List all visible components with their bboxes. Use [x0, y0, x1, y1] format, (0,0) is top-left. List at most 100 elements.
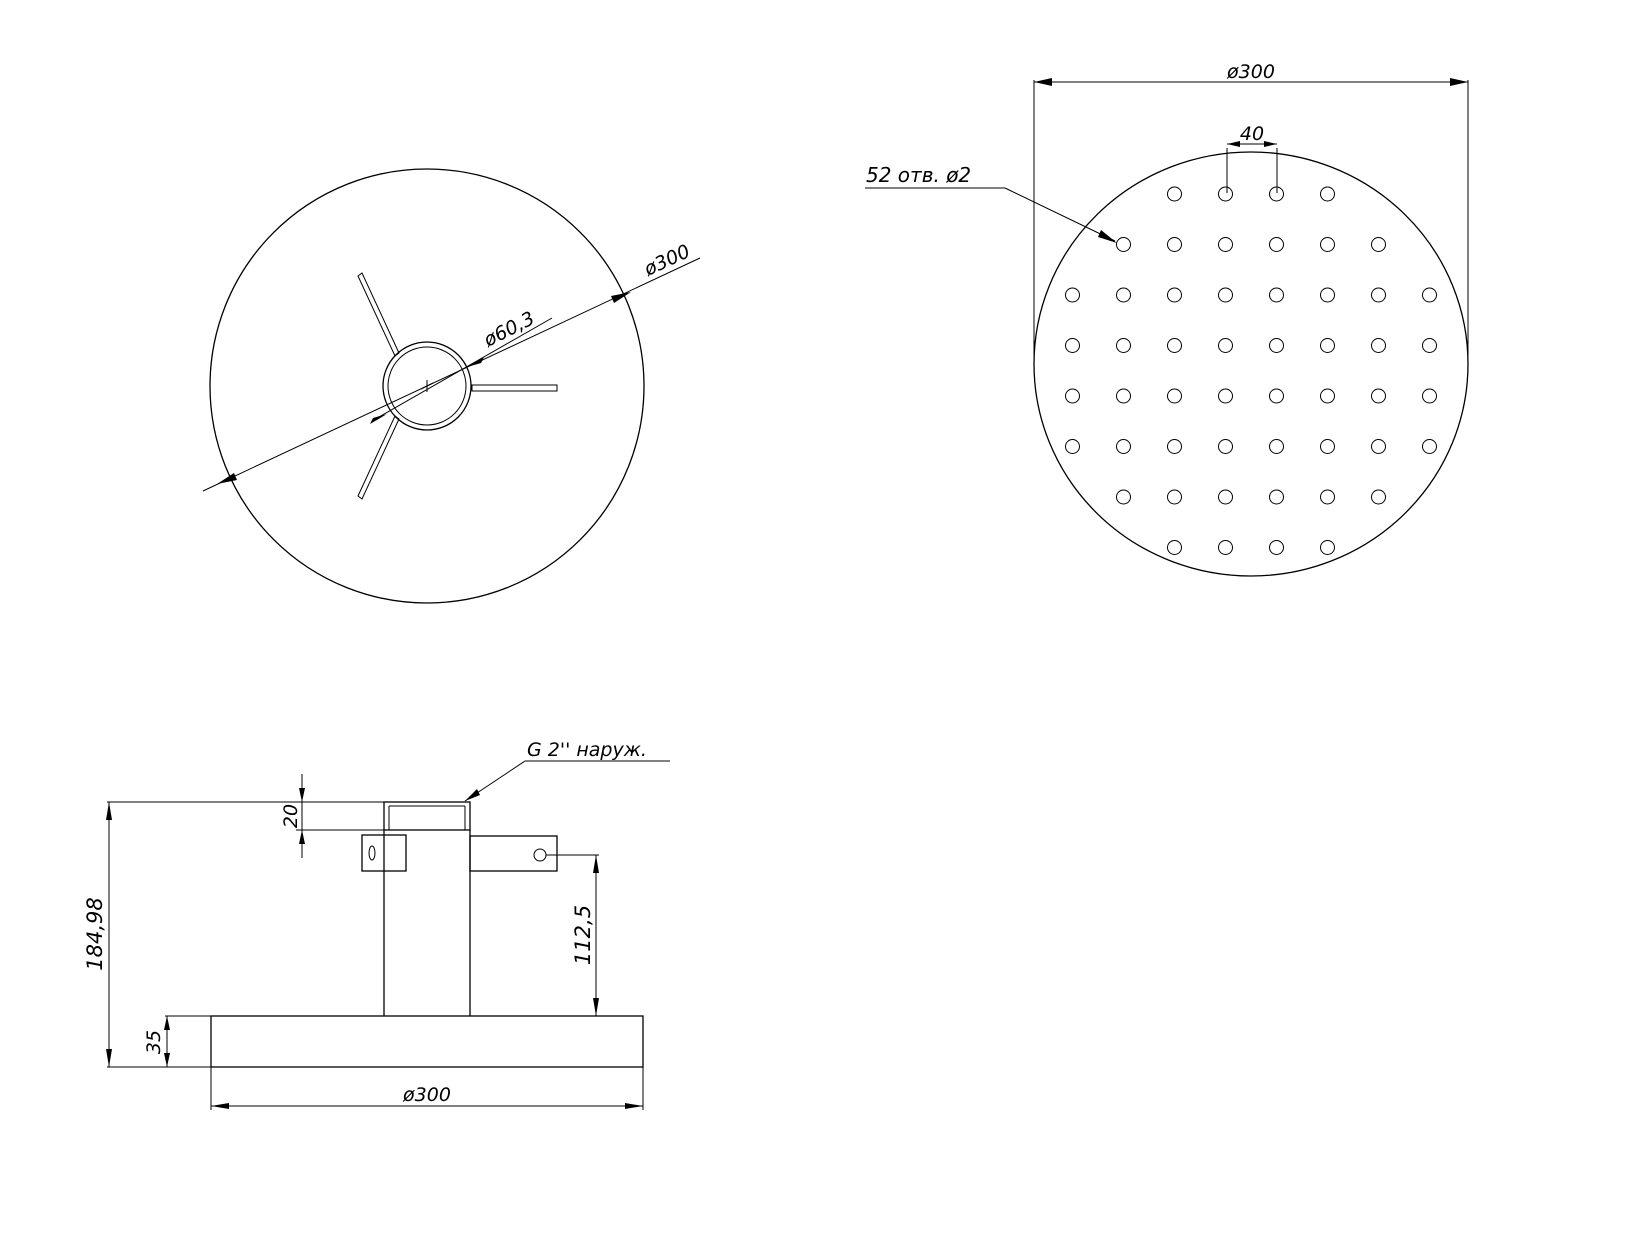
perforation-hole — [1320, 287, 1335, 303]
arrow-outer-left — [217, 473, 237, 484]
perforation-hole — [1218, 287, 1233, 303]
arrow-overall-right — [1450, 78, 1468, 86]
base-thickness-label: 35 — [143, 1030, 165, 1054]
perforation-hole — [1320, 540, 1335, 555]
perforation-hole — [1218, 540, 1233, 555]
arrow-overall-left — [1034, 78, 1052, 86]
overall-diameter-label: ø300 — [1226, 61, 1275, 83]
pipe-diameter-label: ø60,3 — [479, 307, 538, 352]
perforation-hole — [1320, 489, 1335, 505]
overall-height-label: 184,98 — [83, 897, 107, 970]
lug-right-hole — [533, 848, 547, 862]
hole-callout-leader — [1004, 187, 1116, 242]
perforation-hole — [1371, 388, 1386, 404]
perforation-hole — [1218, 186, 1233, 202]
side-view: G 2'' наруж. 20 184,98 112,5 35 — [83, 739, 670, 1110]
perforation-hole — [1116, 338, 1131, 353]
perforation-hole — [1320, 338, 1335, 353]
hole-grid — [1065, 186, 1437, 555]
perforation-hole — [1371, 237, 1386, 252]
outer-diameter-leader — [202, 257, 701, 492]
arrow-pitch-left — [1227, 141, 1240, 147]
perforation-hole — [1065, 388, 1080, 404]
perforation-hole — [1116, 489, 1131, 505]
plate-outline — [1033, 151, 1469, 577]
rib-upper-left — [357, 272, 400, 357]
base-disc-outline — [209, 168, 645, 604]
rib-lower-left — [357, 415, 400, 500]
perforation-hole — [1269, 186, 1284, 202]
base-plate — [210, 1015, 644, 1068]
arrow-20-bottom — [299, 830, 305, 844]
lug-right — [469, 835, 558, 872]
perforated-view: ø300 40 52 отв. ø2 — [865, 61, 1469, 577]
perforation-hole — [1320, 439, 1335, 454]
perforation-hole — [1422, 439, 1437, 454]
top-view: ø300 ø60,3 — [202, 168, 701, 604]
perforation-hole — [1422, 388, 1437, 404]
perforation-hole — [1116, 439, 1131, 454]
arrow-outer-right — [611, 292, 631, 303]
arrow-pitch-right — [1264, 141, 1277, 147]
perforation-hole — [1269, 540, 1284, 555]
arrow-base-right — [625, 1103, 643, 1109]
perforation-hole — [1116, 388, 1131, 404]
thread-length-label: 20 — [280, 804, 302, 828]
perforation-hole — [1116, 237, 1131, 252]
threaded-end — [383, 801, 471, 831]
perforation-hole — [1167, 489, 1182, 505]
perforation-hole — [1422, 338, 1437, 353]
arrow-pipe-right — [467, 357, 484, 367]
perforation-hole — [1320, 186, 1335, 202]
hole-callout-arrow — [1098, 230, 1117, 243]
pipe-outer-circle — [382, 341, 472, 431]
perforation-hole — [1269, 439, 1284, 454]
perforation-hole — [1116, 287, 1131, 303]
perforation-hole — [1065, 439, 1080, 454]
perforation-hole — [1269, 489, 1284, 505]
lug-height-label: 112,5 — [571, 905, 595, 965]
perforation-hole — [1269, 388, 1284, 404]
arrow-base-left — [211, 1103, 229, 1109]
arrow-total-bottom — [106, 1049, 112, 1067]
perforation-hole — [1167, 186, 1182, 202]
perforation-hole — [1371, 338, 1386, 353]
pipe-diameter-leader — [371, 317, 553, 422]
perforation-hole — [1371, 489, 1386, 505]
arrow-pipe-left — [370, 414, 387, 424]
thread-callout-arrow — [465, 789, 480, 801]
lug-left-hole — [368, 845, 376, 861]
perforation-hole — [1065, 338, 1080, 353]
perforation-hole — [1371, 439, 1386, 454]
lug-left — [361, 834, 407, 872]
perforation-hole — [1269, 237, 1284, 252]
perforation-hole — [1371, 287, 1386, 303]
thread-callout-label: G 2'' наруж. — [527, 739, 647, 761]
perforation-hole — [1269, 338, 1284, 353]
hole-callout-label: 52 отв. ø2 — [866, 163, 971, 187]
pipe-inner-circle — [387, 346, 467, 426]
perforation-hole — [1320, 237, 1335, 252]
arrow-112-top — [593, 855, 599, 873]
arrow-35-top — [164, 1016, 170, 1030]
perforation-hole — [1065, 287, 1080, 303]
perforation-hole — [1167, 287, 1182, 303]
perforation-hole — [1167, 237, 1182, 252]
perforation-hole — [1269, 287, 1284, 303]
perforation-hole — [1218, 237, 1233, 252]
perforation-hole — [1320, 388, 1335, 404]
arrow-20-top — [299, 788, 305, 802]
perforation-hole — [1167, 388, 1182, 404]
arrow-112-bottom — [593, 998, 599, 1016]
perforation-hole — [1218, 439, 1233, 454]
perforation-hole — [1218, 338, 1233, 353]
perforation-hole — [1218, 388, 1233, 404]
perforation-hole — [1167, 338, 1182, 353]
arrow-35-bottom — [164, 1053, 170, 1067]
rib-right — [471, 384, 558, 392]
perforation-hole — [1167, 439, 1182, 454]
perforation-hole — [1422, 287, 1437, 303]
perforation-hole — [1167, 540, 1182, 555]
